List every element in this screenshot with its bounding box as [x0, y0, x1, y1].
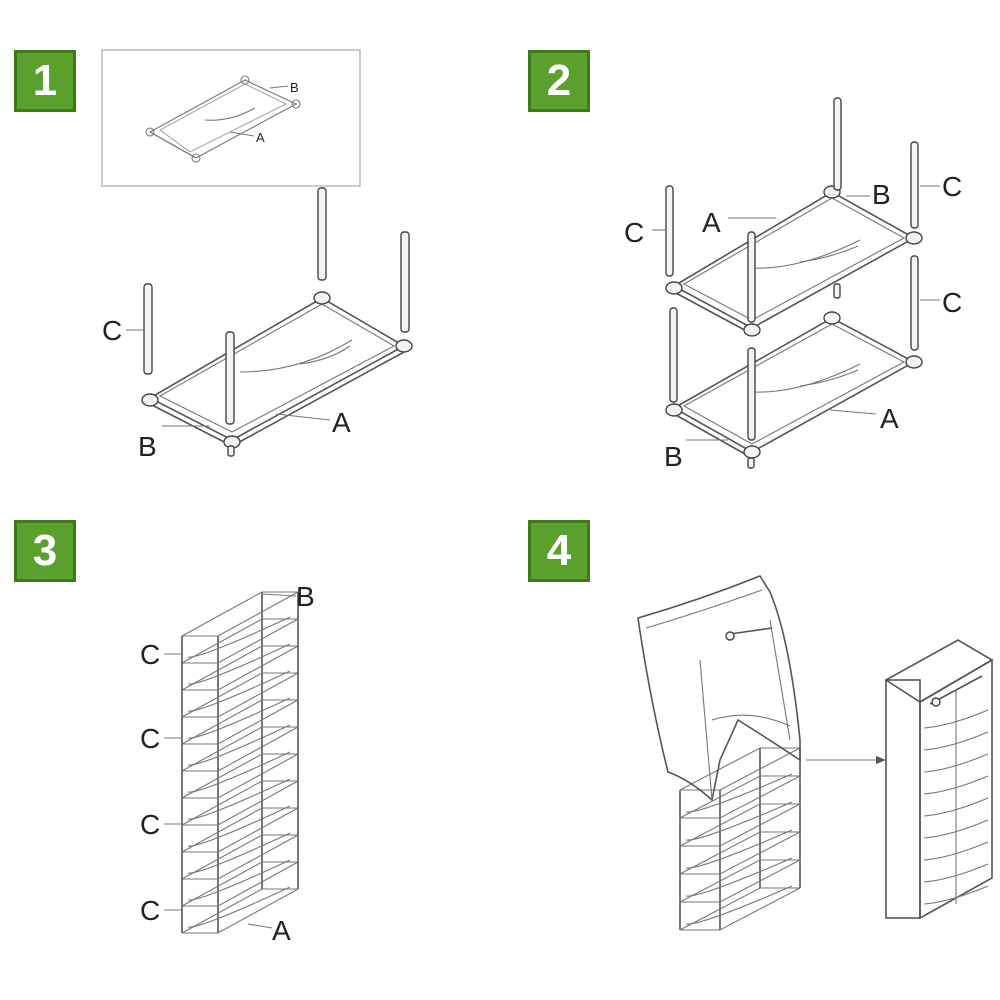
cabinet-shelf-curve: [923, 819, 989, 839]
step-number: 2: [546, 56, 572, 105]
inset-label-b: B: [290, 80, 299, 95]
shelf-tier: [181, 888, 299, 934]
label-c: C: [102, 315, 122, 346]
shelf-fabric-curve: [685, 885, 793, 925]
cabinet-shelf-curve: [923, 731, 989, 751]
tall-rack-frame: [181, 591, 299, 934]
label-c-right: C: [942, 287, 962, 318]
label-b: B: [138, 431, 157, 462]
arrow-icon: [876, 756, 886, 764]
label-c-1: C: [140, 639, 160, 670]
connector-joints: [665, 185, 923, 459]
inset-label-a: A: [256, 130, 265, 145]
step-2-badge: 2: [528, 50, 590, 112]
shelf-tier: [181, 645, 299, 691]
shelf-fabric-curve: [187, 859, 291, 901]
shelf-tier: [181, 726, 299, 772]
step-number: 3: [32, 526, 58, 575]
label-a: A: [272, 915, 291, 946]
label-b: B: [296, 581, 315, 612]
label-b-bottom: B: [664, 441, 683, 472]
shelf-tier: [181, 618, 299, 664]
shelf-fabric-curve: [187, 670, 291, 712]
shelf-tier: [679, 775, 801, 819]
cabinet-shelf-curve: [923, 709, 989, 729]
shelf-tier: [679, 859, 801, 903]
shelf-fabric-curve: [685, 857, 793, 897]
cabinet-shelf-curve: [923, 775, 989, 795]
shelf-tier: [181, 699, 299, 745]
shelf-fabric-curve: [187, 751, 291, 793]
shelf-fabric-curve: [187, 778, 291, 820]
shelf-tier: [181, 672, 299, 718]
shelf-tier: [679, 803, 801, 847]
label-c-4: C: [140, 895, 160, 926]
shelf-tier: [181, 834, 299, 880]
inset-frame: [101, 49, 361, 187]
cabinet-shelf-curve: [923, 885, 989, 905]
shelf-tier: [181, 780, 299, 826]
shelf-fabric-curve: [187, 643, 291, 685]
step-1-badge: 1: [14, 50, 76, 112]
shelf-tier: [181, 753, 299, 799]
fabric-cover: [637, 575, 801, 802]
step-3-badge: 3: [14, 520, 76, 582]
support-poles: [143, 187, 410, 457]
shelf-fabric-curve: [187, 616, 291, 658]
shelf-tier: [181, 591, 299, 637]
label-a: A: [332, 407, 351, 438]
label-c-2: C: [140, 723, 160, 754]
shelf-fabric-curve: [685, 773, 793, 813]
shelf-fabric-curve: [187, 805, 291, 847]
step-4-badge: 4: [528, 520, 590, 582]
shelf-tier: [679, 747, 801, 791]
shelf-tier: [679, 831, 801, 875]
label-a-bottom: A: [880, 403, 899, 434]
cabinet-shelf-curve: [923, 841, 989, 861]
shelf-fabric-curve: [685, 801, 793, 841]
partial-rack: [679, 747, 801, 931]
shelf-fabric-curve: [187, 724, 291, 766]
shelf-tier: [181, 861, 299, 907]
shelf-fabric-curve: [187, 886, 291, 928]
shelf-fabric-curve: [685, 829, 793, 869]
label-a-top: A: [702, 207, 721, 238]
support-poles: [665, 97, 919, 469]
label-c-3: C: [140, 809, 160, 840]
cabinet-shelf-curve: [923, 797, 989, 817]
shelf-tier: [679, 887, 801, 931]
label-c-left: C: [624, 217, 644, 248]
shelf-fabric-curve: [187, 697, 291, 739]
shelf-tier: [181, 807, 299, 853]
label-b-top: B: [872, 179, 891, 210]
step-number: 1: [32, 56, 58, 105]
cabinet-shelf-curve: [923, 753, 989, 773]
connector-joints: [141, 291, 413, 449]
shelf-fabric-curve: [187, 832, 291, 874]
label-c-right-top: C: [942, 171, 962, 202]
cabinet-shelf-curve: [923, 863, 989, 883]
finished-cabinet: [884, 639, 994, 920]
inset-shelf: [145, 75, 301, 163]
step-number: 4: [546, 526, 572, 575]
